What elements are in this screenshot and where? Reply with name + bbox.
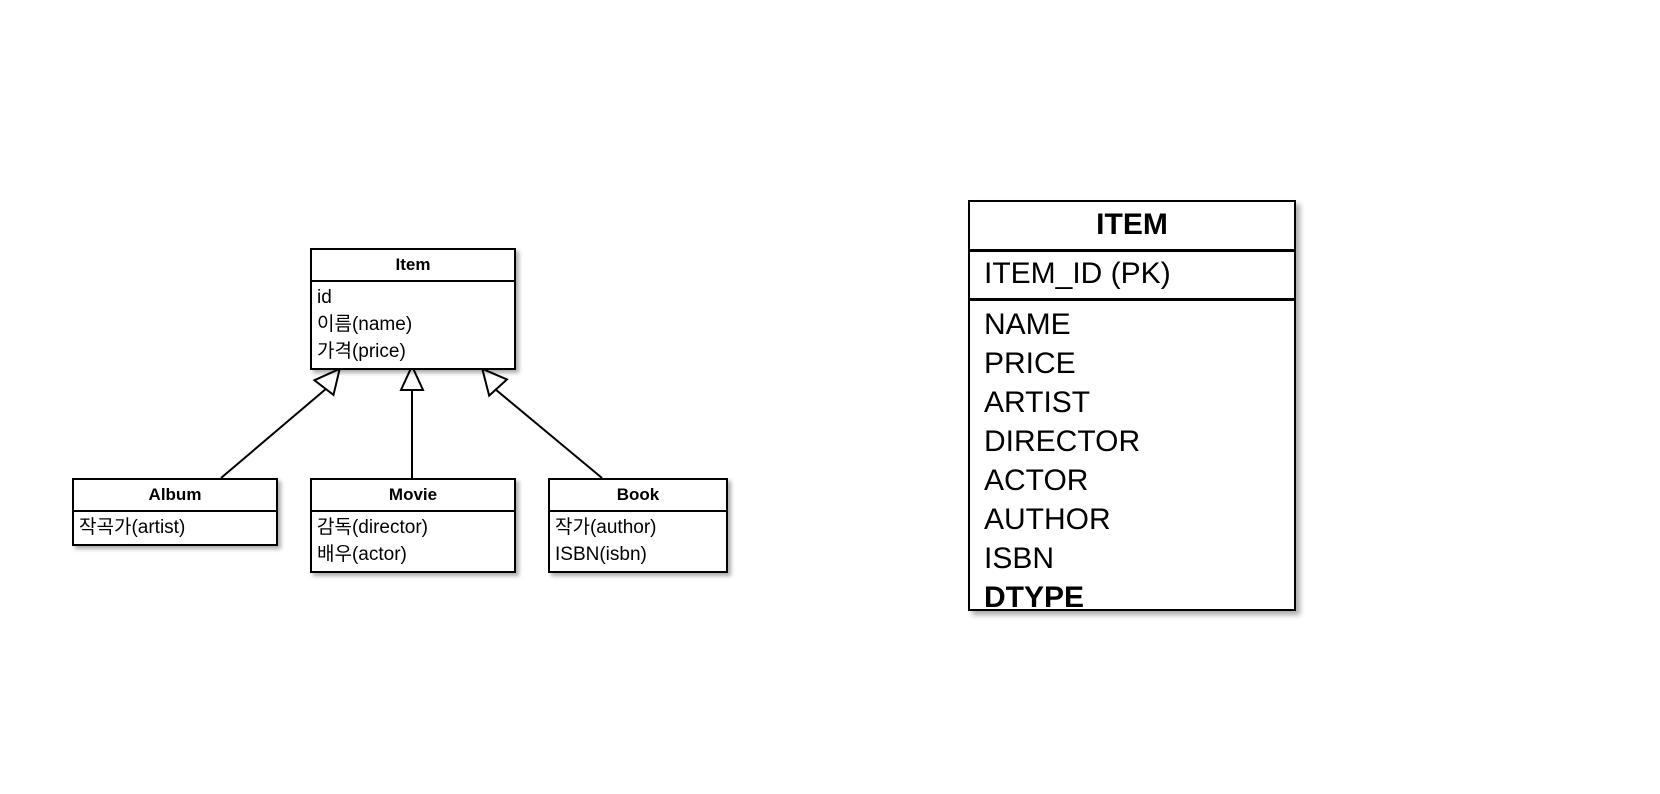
erd-table-item[interactable]: ITEM ITEM_ID (PK) NAME PRICE ARTIST DIRE… — [968, 200, 1296, 614]
uml-class-item[interactable]: Item id 이름(name) 가격(price) — [310, 248, 516, 370]
uml-class-movie-attributes: 감독(director) 배우(actor) — [312, 512, 514, 571]
generalization-movie-to-item — [399, 363, 425, 478]
uml-attribute: id — [317, 287, 332, 308]
uml-attribute: 가격(price) — [317, 341, 406, 362]
erd-column: PRICE — [984, 347, 1076, 380]
uml-attribute: 감독(director) — [317, 517, 428, 538]
erd-column: DIRECTOR — [984, 425, 1141, 458]
uml-class-item-title: Item — [312, 250, 514, 282]
uml-attribute: 이름(name) — [317, 314, 413, 335]
erd-column: NAME — [984, 308, 1071, 341]
uml-class-movie-title: Movie — [312, 480, 514, 512]
erd-column-list: NAME PRICE ARTIST DIRECTOR ACTOR AUTHOR … — [970, 301, 1294, 621]
uml-class-book-attributes: 작가(author) ISBN(isbn) — [550, 512, 726, 571]
erd-column-dtype: DTYPE — [984, 581, 1085, 614]
erd-column: ISBN — [984, 542, 1055, 575]
generalization-book-to-item — [480, 367, 603, 479]
uml-attribute: 배우(actor) — [317, 544, 407, 565]
uml-class-book-title: Book — [550, 480, 726, 512]
uml-class-album[interactable]: Album 작곡가(artist) — [72, 478, 278, 546]
uml-class-movie[interactable]: Movie 감독(director) 배우(actor) — [310, 478, 516, 573]
uml-class-item-attributes: id 이름(name) 가격(price) — [312, 282, 514, 368]
uml-attribute: 작곡가(artist) — [79, 517, 186, 538]
erd-table-item-name: ITEM — [970, 202, 1294, 252]
erd-column: ACTOR — [984, 464, 1089, 497]
uml-class-album-attributes: 작곡가(artist) — [74, 512, 276, 544]
erd-column: ARTIST — [984, 386, 1091, 419]
uml-class-book[interactable]: Book 작가(author) ISBN(isbn) — [548, 478, 728, 573]
uml-class-album-title: Album — [74, 480, 276, 512]
generalization-album-to-item — [220, 367, 342, 479]
erd-primary-key-row: ITEM_ID (PK) — [970, 252, 1294, 301]
uml-attribute: 작가(author) — [555, 517, 657, 538]
erd-column: AUTHOR — [984, 503, 1111, 536]
uml-attribute: ISBN(isbn) — [555, 544, 647, 565]
